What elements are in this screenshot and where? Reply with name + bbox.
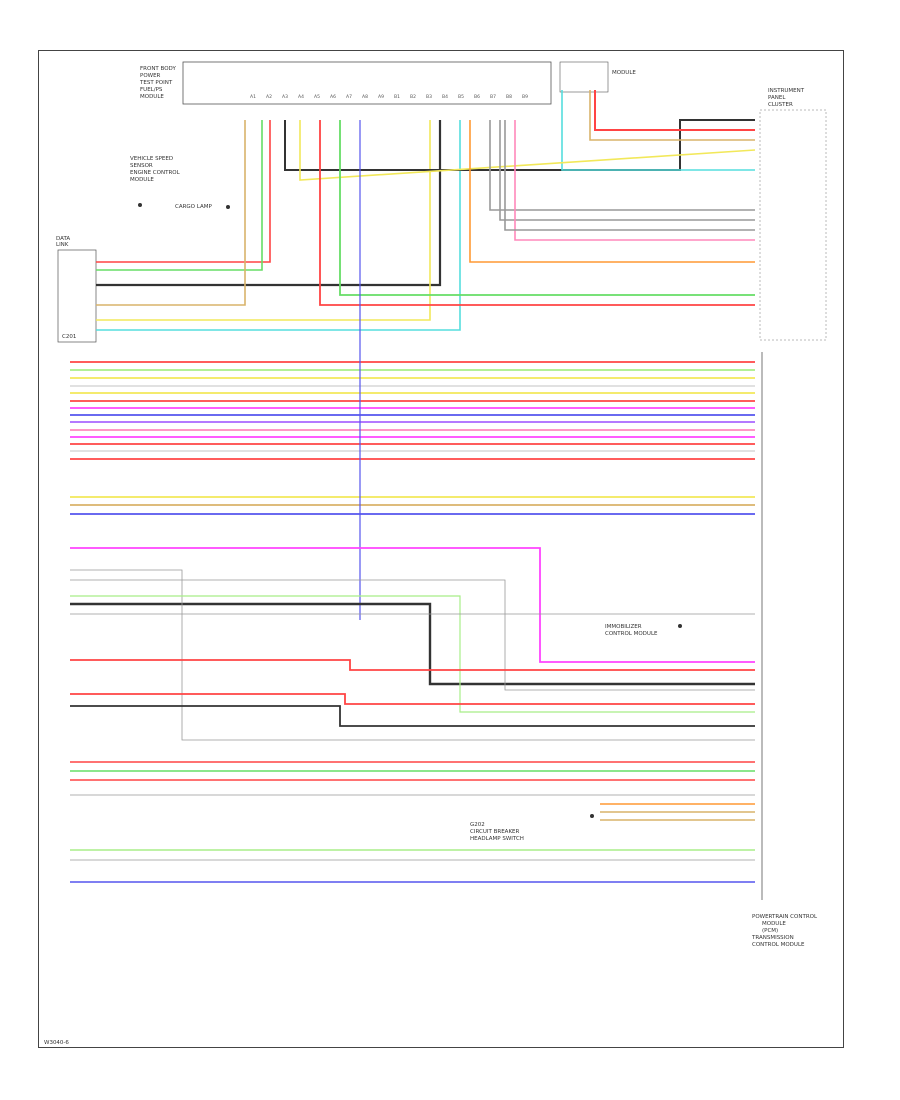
svg-text:CARGO LAMP: CARGO LAMP (175, 204, 212, 210)
wire-top-yellow (299, 120, 756, 181)
top-pin-label: A9 (378, 94, 384, 100)
svg-text:C201: C201 (62, 334, 76, 340)
svg-text:FRONT BODY: FRONT BODY (140, 66, 176, 72)
footer-code: W3040-6 (44, 1040, 69, 1046)
wire-red-step1 (70, 659, 755, 671)
svg-text:LINK: LINK (56, 242, 69, 248)
top-pins: A1 A2 A3 A4 A5 A6 A7 A8 A9 B1 B2 B3 B4 B5 B6 B7 B8 B9 (250, 94, 528, 100)
diagram-frame (38, 50, 844, 1048)
svg-text:HEADLAMP SWITCH: HEADLAMP SWITCH (470, 836, 524, 842)
wire-ack-green (96, 120, 263, 271)
wire-top-cyan (561, 90, 755, 171)
cluster-label: INSTRUMENT PANEL CLUSTER (768, 88, 805, 108)
top-module-box (182, 61, 552, 105)
svg-text:CONTROL MODULE: CONTROL MODULE (752, 942, 805, 948)
top-pin-label: B9 (522, 94, 528, 100)
wire-top-black1 (284, 119, 755, 171)
top-pin-label: B2 (410, 94, 416, 100)
svg-text:MODULE: MODULE (762, 921, 786, 927)
svg-text:(PCM): (PCM) (762, 928, 778, 934)
wire-mid-pink (514, 120, 755, 241)
svg-text:G202: G202 (470, 822, 485, 828)
wire-ack-black (96, 120, 442, 287)
data-link-connector (57, 249, 97, 343)
top-pin-label: A4 (298, 94, 304, 100)
top-pin-label: B3 (426, 94, 432, 100)
top-pin-label: A2 (266, 94, 272, 100)
top-pin-label: A6 (330, 94, 336, 100)
svg-text:FUEL/PS: FUEL/PS (140, 87, 163, 93)
wire-mid-gray1 (489, 120, 755, 211)
wire-ack-yellow (96, 120, 431, 321)
wire-top-red (594, 90, 755, 131)
wire-mid-red (319, 120, 755, 306)
wire-green-step (70, 595, 755, 713)
svg-text:INSTRUMENT: INSTRUMENT (768, 88, 805, 94)
svg-text:MODULE: MODULE (130, 177, 154, 183)
pcm-label: POWERTRAIN CONTROL MODULE (PCM) TRANSMIS… (751, 914, 818, 948)
wire-magenta-step (70, 547, 755, 663)
top-pin-label: A8 (362, 94, 368, 100)
wire-black-step2 (70, 705, 755, 727)
top-pin-label: A5 (314, 94, 320, 100)
svg-text:POWERTRAIN CONTROL: POWERTRAIN CONTROL (752, 914, 818, 920)
svg-text:SENSOR: SENSOR (130, 163, 153, 169)
svg-text:POWER: POWER (140, 73, 161, 79)
svg-text:CLUSTER: CLUSTER (768, 102, 793, 108)
data-link-label: DATA LINK C201 (56, 236, 76, 340)
headlamp-note: G202 CIRCUIT BREAKER HEADLAMP SWITCH (470, 814, 594, 842)
svg-text:PANEL: PANEL (768, 95, 786, 101)
top-pin-label: A3 (282, 94, 288, 100)
svg-text:ENGINE CONTROL: ENGINE CONTROL (130, 170, 181, 176)
wire-ack-tan (96, 120, 246, 306)
svg-text:DATA: DATA (56, 236, 70, 242)
wire-mid-green (339, 120, 755, 296)
wire-mid-orange (469, 120, 755, 263)
svg-text:VEHICLE SPEED: VEHICLE SPEED (130, 156, 173, 162)
wire-mid-gray2 (499, 120, 755, 221)
wire-red-step2 (70, 693, 755, 705)
top-pin-label: B1 (394, 94, 400, 100)
top-pin-label: B8 (506, 94, 512, 100)
sub-connector-label: MODULE (612, 70, 636, 76)
wire-gray-a (70, 569, 755, 741)
wire-mid-gray3 (504, 120, 755, 231)
svg-text:CONTROL MODULE: CONTROL MODULE (605, 631, 658, 637)
top-pin-label: A7 (346, 94, 352, 100)
wire-ack-red (96, 120, 271, 263)
immobilizer-note: IMMOBILIZER CONTROL MODULE (605, 624, 682, 637)
sub-connector-box (559, 61, 609, 93)
wire-black-step (70, 602, 755, 686)
wire-top-tan (589, 90, 755, 141)
wire-ack-cyan (96, 120, 461, 331)
top-module-label: FRONT BODY POWER TEST POINT FUEL/PS MODU… (139, 66, 176, 100)
svg-text:CIRCUIT BREAKER: CIRCUIT BREAKER (470, 829, 520, 835)
svg-text:TRANSMISSION: TRANSMISSION (751, 935, 794, 941)
wires (70, 90, 756, 883)
cargo-lamp-switch: VEHICLE SPEED SENSOR ENGINE CONTROL MODU… (130, 156, 230, 210)
cluster-box (759, 109, 827, 341)
svg-text:TEST POINT: TEST POINT (139, 80, 173, 86)
svg-text:MODULE: MODULE (140, 94, 164, 100)
wire-gray-b (70, 579, 755, 691)
top-pin-label: B4 (442, 94, 448, 100)
top-pin-label: B6 (474, 94, 480, 100)
top-pin-label: B5 (458, 94, 464, 100)
top-pin-label: B7 (490, 94, 496, 100)
top-pin-label: A1 (250, 94, 256, 100)
svg-text:IMMOBILIZER: IMMOBILIZER (605, 624, 642, 630)
